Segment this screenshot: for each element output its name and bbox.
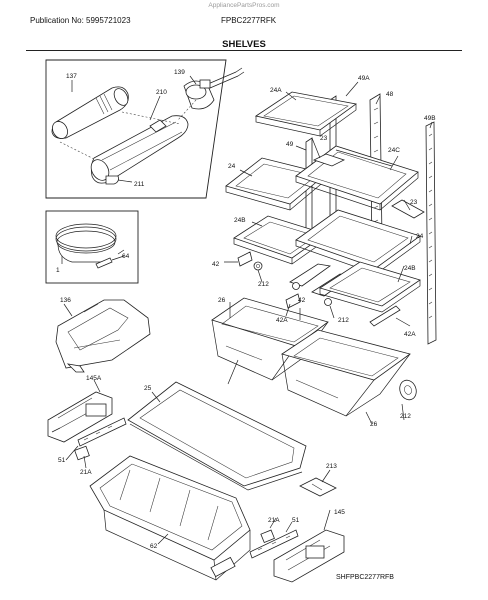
slide-rail-51a: [77, 417, 127, 447]
roller-212b: [292, 282, 300, 290]
callout-62: 62: [150, 543, 158, 550]
callout-21A-left: 21A: [80, 469, 92, 476]
tubing-inset-box: [45, 210, 139, 284]
callout-211: 211: [134, 181, 145, 188]
callout-42-right: 42: [298, 297, 306, 304]
shelf-24-lower-right: [295, 209, 421, 275]
callout-24-upper: 24: [228, 163, 236, 170]
crisper-drawer-26b: [281, 329, 411, 417]
bracket-42Ab: [369, 305, 401, 327]
tube-fitting-64: [95, 255, 125, 269]
callout-213: 213: [326, 463, 337, 470]
callout-42A-right: 42A: [404, 331, 416, 338]
left-slide-leaders: [65, 379, 101, 469]
shelf-support-23b: [391, 199, 425, 219]
leader-136: [63, 303, 73, 317]
roller-212-large: [399, 379, 417, 401]
callout-42A-left: 42A: [276, 317, 288, 324]
water-tube-1: [55, 223, 117, 263]
tubing-inset-frame: [45, 210, 139, 284]
header-rule: [26, 50, 462, 51]
callout-145: 145: [334, 509, 345, 516]
callout-leaders: [224, 81, 433, 533]
callout-21A-right: 21A: [268, 517, 280, 524]
section-title: SHELVES: [222, 39, 266, 50]
callout-139: 139: [174, 69, 185, 76]
callout-1: 1: [56, 267, 60, 274]
shelf-24A: [254, 91, 357, 137]
filter-inset-frame: [45, 59, 227, 199]
callout-24B: 24B: [234, 217, 246, 224]
callout-136: 136: [60, 297, 71, 304]
callout-212-b: 212: [338, 317, 349, 324]
slide-clip-21Aa: [74, 445, 90, 461]
model-number: FPBC2277RFK: [221, 16, 277, 25]
callout-42-left: 42: [212, 261, 220, 268]
shelf-support-23a: [312, 153, 346, 167]
callout-48: 48: [386, 91, 394, 98]
leader-25: [151, 391, 161, 403]
slide-rail-51b: [249, 529, 299, 559]
tubing-leaders: [61, 249, 125, 264]
water-filter-137: [51, 86, 129, 139]
roller-212c: [324, 298, 332, 306]
leader-62: [157, 533, 169, 545]
callout-212-a: 212: [258, 281, 269, 288]
callout-51-right: 51: [292, 517, 300, 524]
callout-26-right: 26: [370, 421, 378, 428]
filter-inset-box: [45, 59, 227, 199]
callout-210: 210: [156, 89, 167, 96]
callout-49A: 49A: [358, 75, 370, 82]
publication-number: Publication No: 5995721023: [30, 16, 131, 25]
rail-frame-24Bb: [319, 261, 421, 313]
callout-137: 137: [66, 73, 77, 80]
pan-drawer-62: [89, 455, 251, 581]
callout-24A: 24A: [270, 87, 282, 94]
roller-212a: [253, 261, 263, 271]
callout-25: 25: [144, 385, 152, 392]
shelf-bracket-42a: [237, 251, 253, 267]
callout-23-right: 23: [410, 199, 418, 206]
callout-24B-right: 24B: [404, 265, 416, 272]
callout-212-c: 212: [400, 413, 411, 420]
watermark: AppliancePartsPros.com: [208, 2, 280, 9]
filter-cap-211: [105, 175, 119, 185]
crisper-drawer-26a: [211, 297, 329, 381]
filter-head-139: [183, 67, 245, 110]
callout-49B: 49B: [424, 115, 436, 122]
cover-bracket-136: [55, 299, 151, 373]
callout-64: 64: [122, 253, 130, 260]
filter-housing-210: [90, 115, 189, 184]
rail-49B: [425, 121, 437, 345]
slide-clip-21Ab: [260, 529, 275, 544]
shelf-24C: [295, 145, 419, 211]
filter-leaders: [71, 75, 197, 183]
callout-145A: 145A: [86, 375, 102, 382]
clip-213: [299, 477, 337, 497]
callout-51-left: 51: [58, 457, 66, 464]
callout-49: 49: [286, 141, 294, 148]
callout-24C: 24C: [388, 147, 400, 154]
callout-24-lower: 24: [416, 233, 424, 240]
diagram-code: SHFPBC2277RFB: [336, 574, 394, 581]
callout-23-upper: 23: [320, 135, 328, 142]
drawer-slide-145: [273, 529, 345, 583]
crisper-cover-25: [127, 381, 307, 491]
callout-26-left: 26: [218, 297, 226, 304]
drawer-slide-145A: [47, 391, 113, 443]
